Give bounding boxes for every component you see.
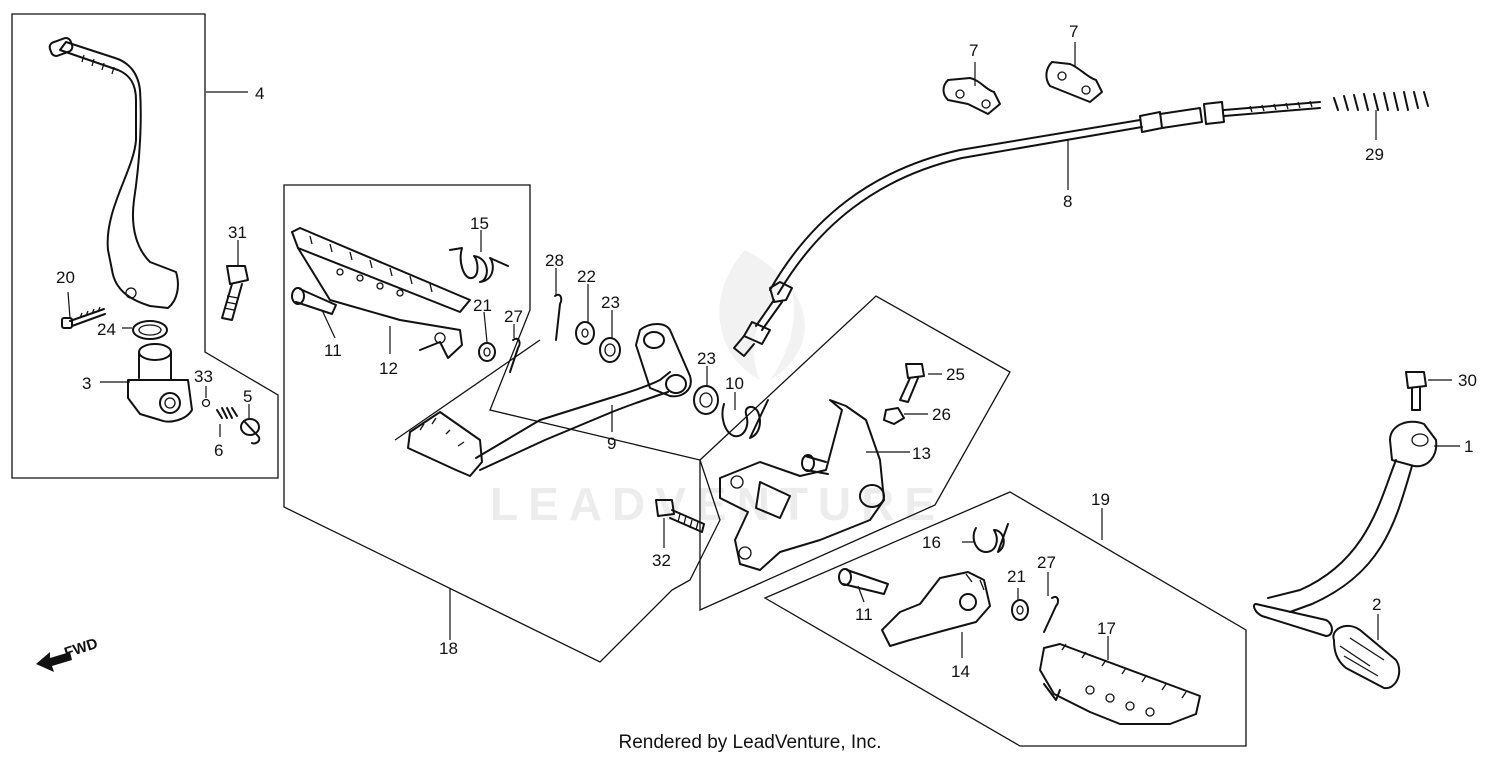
callout-11-right: 11 (855, 605, 873, 624)
pin-11-right (838, 568, 889, 595)
washer-21-right (1011, 599, 1029, 621)
callout-20: 20 (56, 268, 75, 287)
callout-18: 18 (439, 639, 458, 658)
callout-12: 12 (379, 359, 398, 378)
group-4-outline (11, 13, 279, 479)
fwd-arrow-icon (36, 652, 72, 672)
callout-2: 2 (1372, 595, 1381, 614)
spring-15 (449, 247, 509, 283)
callout-28: 28 (545, 251, 564, 270)
ball-33 (201, 398, 211, 408)
callout-1: 1 (1464, 437, 1473, 456)
cap-5 (240, 418, 261, 445)
brake-cable-8 (733, 100, 1321, 357)
footpeg-17 (1039, 643, 1201, 725)
bolt-20 (61, 306, 106, 329)
pedal-rubber-2 (1332, 624, 1401, 690)
callout-6: 6 (214, 441, 223, 460)
bolt-31 (221, 265, 249, 321)
group-18-outline (283, 184, 721, 663)
group-19-outline (763, 491, 1247, 747)
callout-15: 15 (470, 214, 489, 233)
callout-27-right: 27 (1037, 553, 1056, 572)
callout-5: 5 (243, 387, 252, 406)
kick-spindle-3 (127, 343, 193, 423)
seal-23-right (693, 385, 719, 415)
pin-11-left (291, 287, 337, 315)
callout-11-left: 11 (324, 341, 342, 360)
callout-33: 33 (194, 367, 213, 386)
clamp-7-right (1045, 61, 1103, 103)
callout-31: 31 (228, 223, 247, 242)
callout-26: 26 (932, 405, 951, 424)
footpeg-bracket-14 (881, 571, 991, 647)
seal-23-left (599, 337, 621, 363)
gearshift-pedal-1 (1253, 420, 1438, 637)
callout-23-left: 23 (601, 293, 620, 312)
forward-direction-marker: FWD (36, 635, 100, 672)
watermark-text: LEADVENTURE (490, 478, 945, 530)
bolt-30 (1405, 371, 1427, 411)
nut-26 (883, 407, 905, 425)
callout-32: 32 (652, 551, 671, 570)
callout-21-right: 21 (1007, 567, 1026, 586)
callout-8: 8 (1063, 192, 1072, 211)
callout-23-right: 23 (697, 349, 716, 368)
cotter-pin-27-right (1043, 596, 1060, 633)
bolt-25 (899, 363, 925, 403)
callout-29: 29 (1365, 145, 1384, 164)
callout-3: 3 (82, 374, 91, 393)
fwd-label: FWD (62, 635, 100, 662)
bolt-32 (655, 499, 705, 533)
spring-16 (972, 523, 1009, 553)
footpeg-12 (291, 227, 471, 359)
bracket-13 (719, 399, 885, 571)
callout-17: 17 (1097, 619, 1116, 638)
callout-30: 30 (1458, 371, 1477, 390)
washer-22 (575, 321, 595, 345)
callout-9: 9 (607, 434, 616, 453)
spring-6 (216, 407, 238, 419)
callout-19: 19 (1091, 490, 1110, 509)
callout-14: 14 (951, 662, 970, 681)
callout-24: 24 (97, 320, 116, 339)
callout-27-left: 27 (504, 307, 523, 326)
brake-pedal-9 (407, 323, 692, 477)
leader-lines (67, 42, 1460, 660)
callout-7-left: 7 (969, 41, 978, 60)
return-spring-10 (721, 399, 769, 439)
footer-credit: Rendered by LeadVenture, Inc. (618, 732, 882, 753)
spring-29 (1333, 91, 1429, 111)
callout-16: 16 (922, 533, 941, 552)
callout-labels: 4 20 24 3 33 6 5 31 7 7 8 29 11 12 15 21… (56, 22, 1477, 681)
callout-21-left: 21 (473, 296, 492, 315)
callout-13: 13 (912, 444, 931, 463)
group-18-inner-line (394, 339, 541, 441)
cotter-pin-28 (554, 293, 563, 341)
group-13-outline (699, 295, 1011, 612)
callout-10: 10 (725, 374, 744, 393)
watermark-flame-icon (719, 250, 805, 380)
callout-7-right: 7 (1069, 22, 1078, 41)
callout-25: 25 (946, 365, 965, 384)
cotter-pin-27-left (509, 337, 521, 373)
washer-24 (132, 320, 168, 340)
kick-starter-arm (48, 37, 179, 309)
clamp-7-left (942, 77, 1001, 115)
callout-4: 4 (255, 84, 264, 103)
callout-22: 22 (577, 267, 596, 286)
washer-21-left (478, 342, 496, 362)
